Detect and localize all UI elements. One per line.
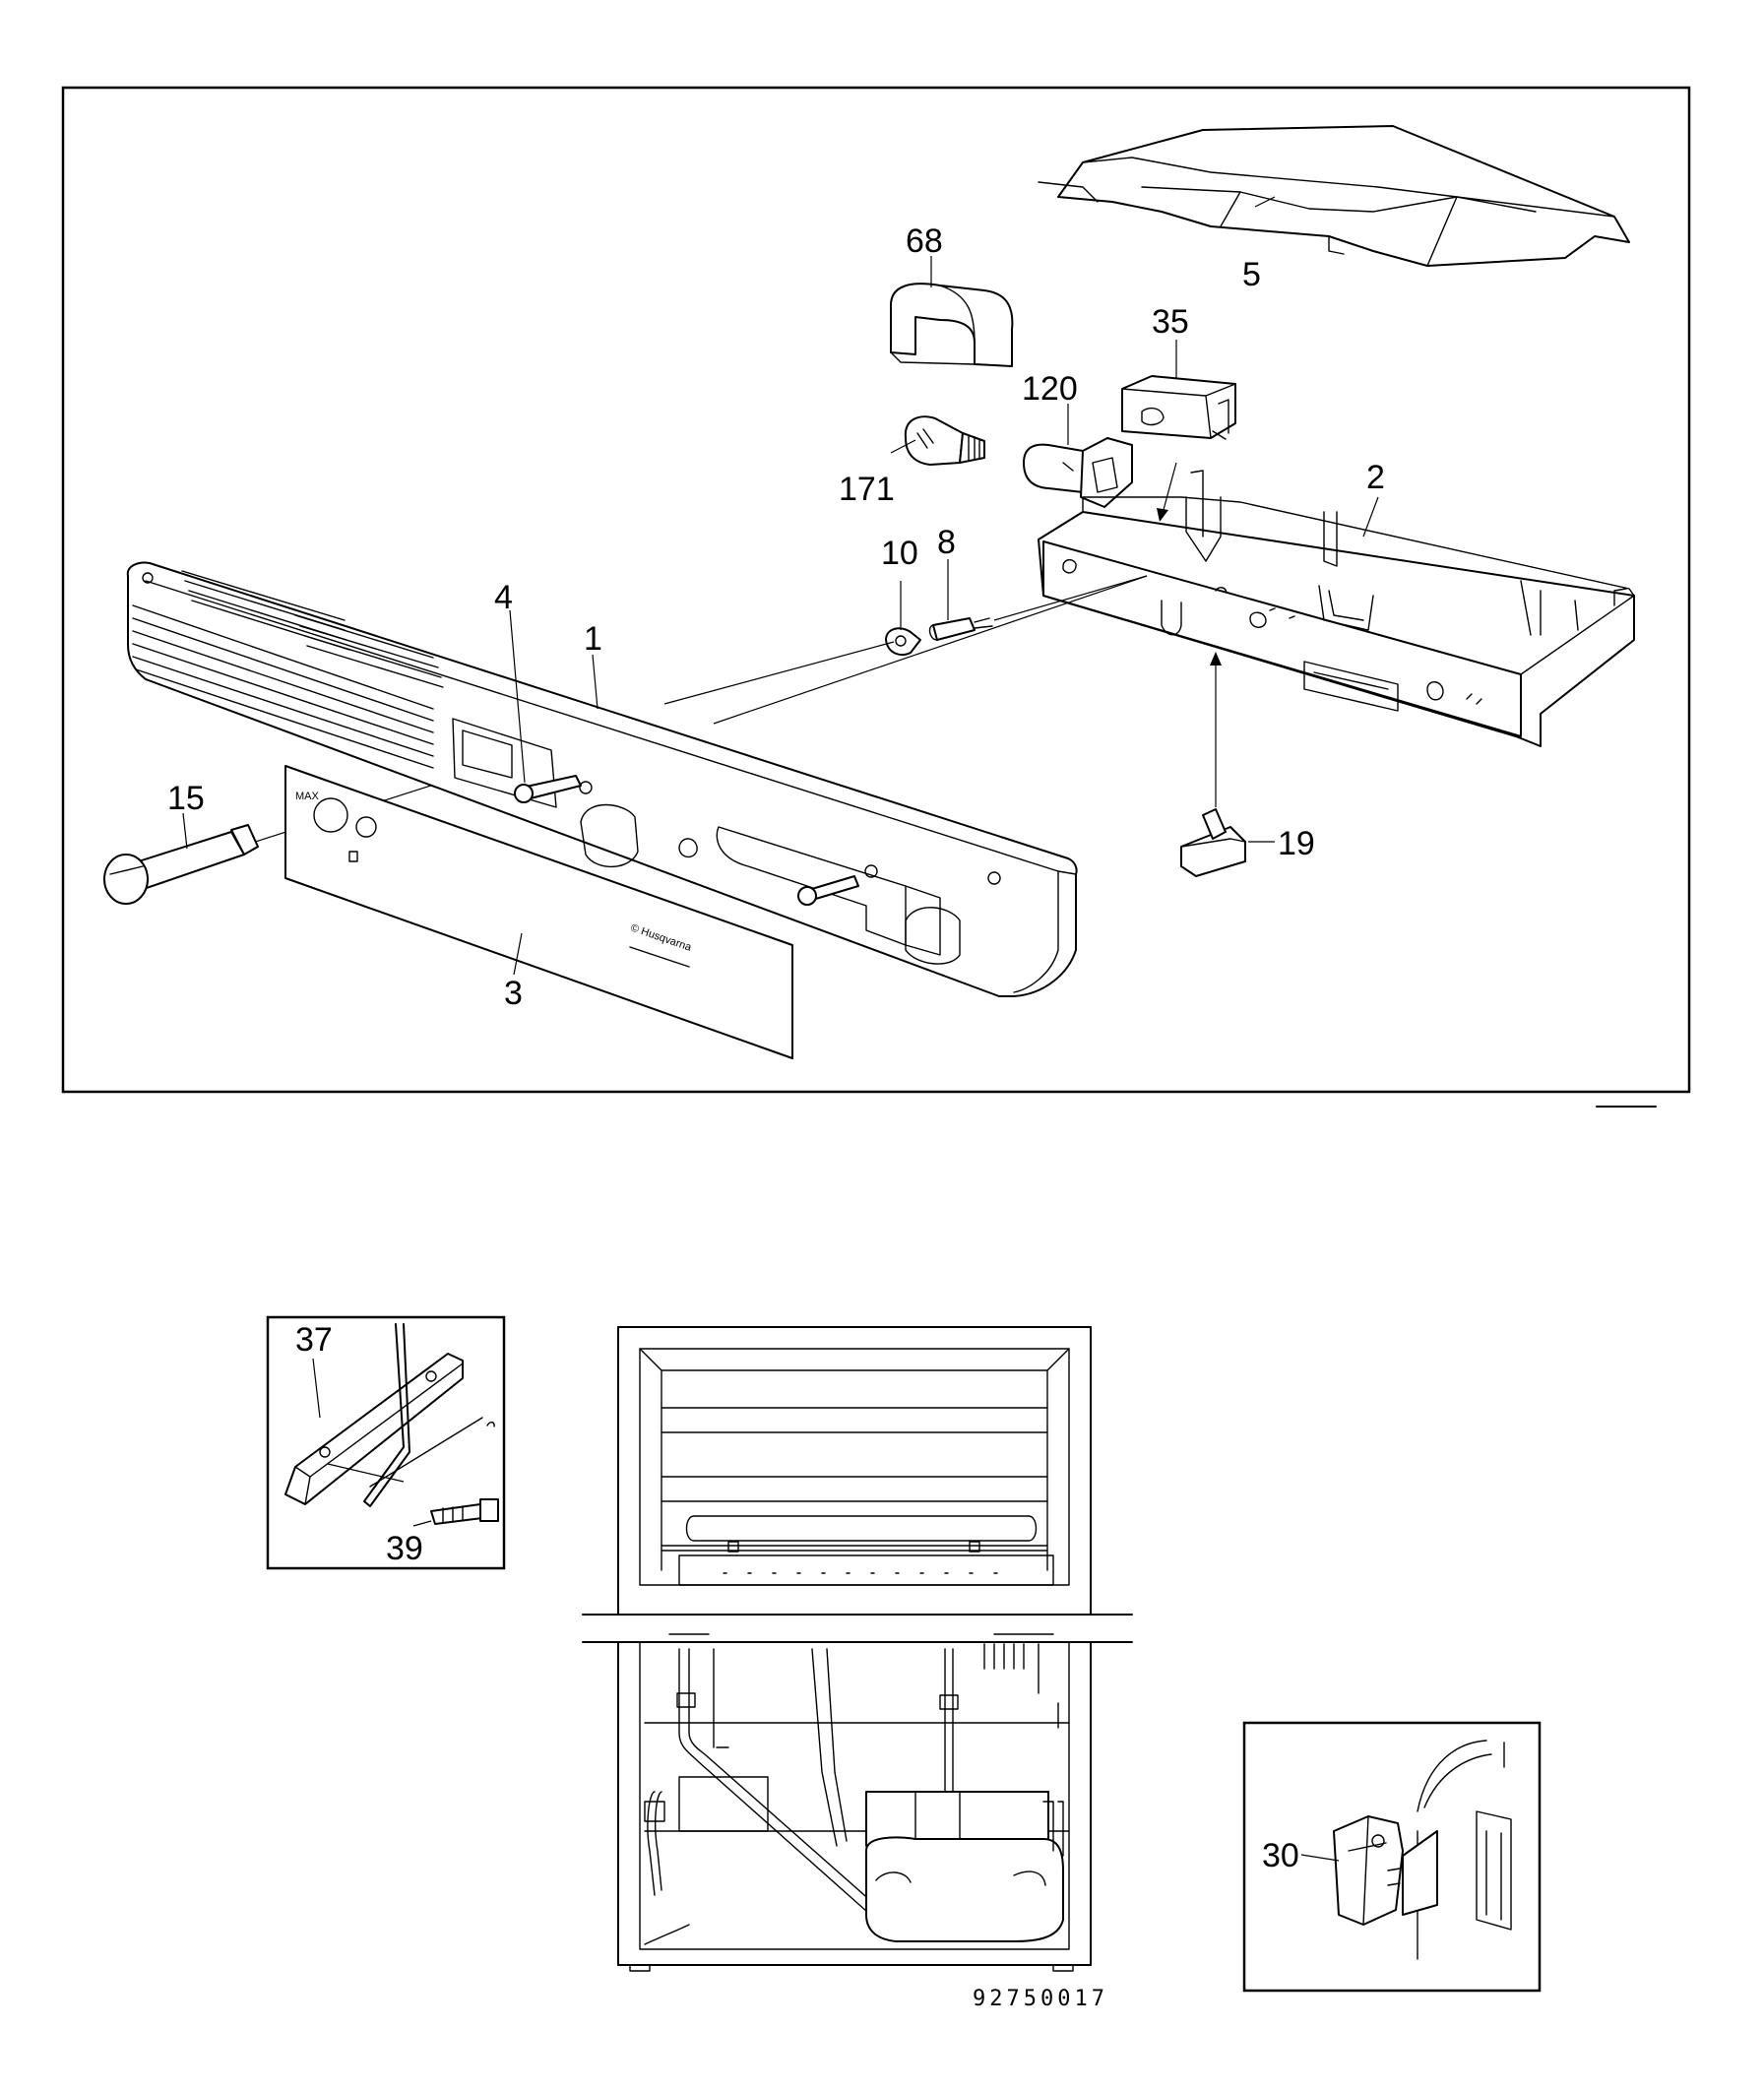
- leader-30: [1300, 1854, 1340, 1862]
- callout-37: 37: [295, 1321, 333, 1359]
- callout-3: 3: [504, 975, 523, 1012]
- part-68-lamp-cover: [890, 283, 1014, 367]
- callout-8: 8: [937, 524, 956, 561]
- part-35-thermostat: [1121, 375, 1236, 440]
- part-171-bulb: [904, 415, 985, 466]
- part-3-control-panel: MAX © Husqvarna: [284, 765, 793, 1059]
- callout-10: 10: [881, 535, 918, 572]
- assembly-lines: [245, 462, 1222, 846]
- part-2-housing: [1038, 470, 1635, 747]
- leader-37: [312, 1358, 321, 1419]
- callout-15: 15: [167, 780, 205, 817]
- part-19-switch: [1180, 808, 1246, 877]
- callout-4: 4: [494, 579, 513, 616]
- part-5-top-cover: [1038, 125, 1630, 267]
- document-number: 92750017: [973, 1987, 1108, 2011]
- callout-5: 5: [1242, 256, 1261, 293]
- fridge-rear-view: [582, 1326, 1133, 1972]
- callout-leaders: [182, 196, 1379, 976]
- callout-171: 171: [839, 471, 895, 508]
- callout-120: 120: [1022, 370, 1078, 408]
- part-120-lamp-holder: [1023, 437, 1133, 508]
- part-30-relay: [1333, 1815, 1438, 1926]
- part-4-screws: [514, 775, 859, 906]
- callout-35: 35: [1152, 303, 1189, 341]
- inset-frame-30: [1242, 1721, 1542, 1993]
- callout-39: 39: [386, 1530, 423, 1567]
- callout-2: 2: [1366, 459, 1385, 496]
- part-10-clip: [885, 627, 921, 657]
- dial-max-label: MAX: [295, 791, 320, 802]
- part-wall-edge: [363, 1323, 495, 1507]
- part-8-switch-pin: [928, 617, 993, 641]
- part-15-knob: [103, 824, 259, 905]
- inset-frame-37-39: [266, 1315, 506, 1570]
- part-39-screw: [327, 1463, 499, 1525]
- callout-19: 19: [1278, 825, 1315, 862]
- callout-68: 68: [906, 222, 943, 260]
- callout-1: 1: [584, 620, 602, 658]
- callout-30: 30: [1262, 1837, 1299, 1874]
- part-37-bracket: [284, 1353, 464, 1505]
- leader-39: [412, 1520, 432, 1527]
- main-diagram-frame: [61, 86, 1691, 1094]
